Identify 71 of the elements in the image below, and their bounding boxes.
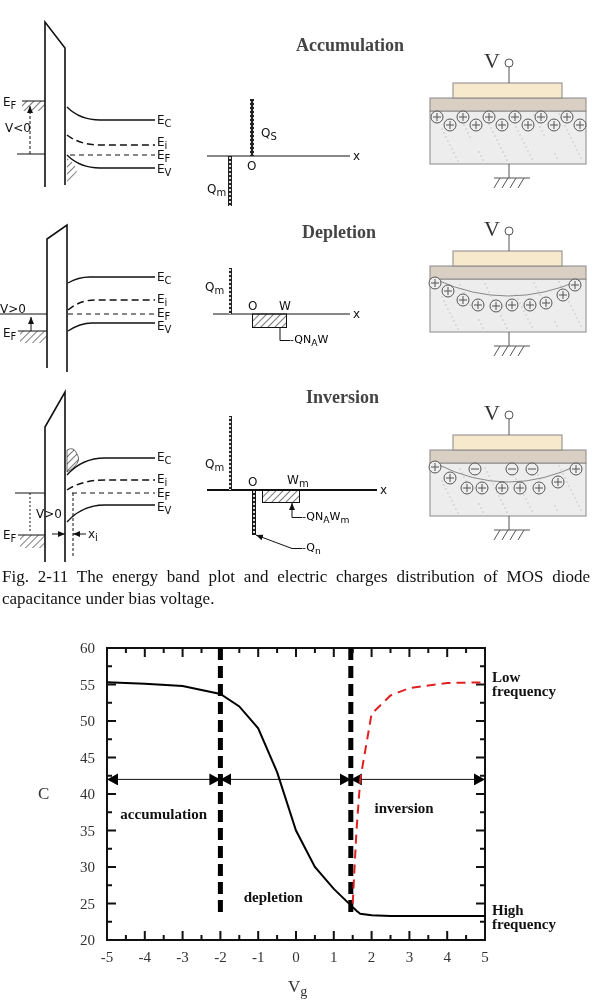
tick-label: 0 (292, 949, 300, 965)
band-label: E$_{F}$ (157, 149, 171, 165)
series-label: Low frequency (492, 670, 557, 698)
axis-label: x (380, 484, 388, 496)
section-heading: Inversion (306, 388, 379, 406)
band-label: E$_{F}$ (3, 327, 17, 343)
tick-label: 60 (80, 640, 95, 656)
tick-label: 35 (80, 822, 95, 839)
tick-label: 45 (80, 749, 95, 766)
band-label: E$_{i}$ (157, 293, 168, 309)
tick-label: 40 (80, 786, 95, 802)
hatched-charge-region (252, 314, 287, 328)
region-label: depletion (243, 888, 303, 905)
section-heading: Accumulation (296, 36, 404, 54)
tick-label: 20 (80, 932, 95, 948)
band-label: E$_{C}$ (157, 114, 172, 130)
charge-label: Q$_{m}$ (205, 458, 225, 474)
band-label: E$_{V}$ (157, 320, 172, 336)
axis-label: x (353, 150, 361, 162)
tick-label: 3 (405, 949, 414, 965)
tick-label: 55 (80, 676, 95, 693)
tick-label: 1 (330, 949, 338, 965)
charge-label: Q$_{m}$ (205, 281, 225, 297)
origin-label: O (248, 476, 258, 488)
band-label: E$_{F}$ (157, 487, 171, 503)
band-label: E$_{V}$ (157, 501, 172, 517)
tick-label: 50 (80, 713, 95, 729)
voltage-label: V (484, 402, 500, 424)
tick-label: 2 (367, 949, 376, 965)
charge-label: -Q$_{n}$ (302, 542, 321, 556)
band-label: E$_{C}$ (157, 271, 172, 287)
tick-label: 5 (481, 949, 489, 965)
axis-label: x (353, 308, 361, 320)
tick-label: -4 (138, 949, 152, 965)
leader-line (289, 502, 303, 518)
tick-label: -3 (176, 949, 189, 965)
band-label: E$_{C}$ (157, 451, 172, 467)
charge-label: -QN$_{A}$W$_{m}$ (302, 511, 350, 525)
tick-label: -5 (100, 949, 114, 965)
charge-label: -QN$_{A}$W (290, 334, 329, 348)
voltage-label: V (484, 218, 500, 240)
depth-label: W (279, 300, 291, 312)
charge-bar (252, 490, 256, 535)
leader-line (279, 327, 291, 341)
tick-label: 30 (80, 859, 95, 875)
origin-label: O (248, 300, 258, 312)
depth-label: x$_{i}$ (88, 528, 98, 544)
section-heading: Depletion (302, 223, 376, 241)
series-label: High frequency (492, 903, 557, 931)
voltage-label: V>0 (0, 303, 26, 315)
band-label: E$_{V}$ (157, 163, 172, 179)
charge-label: Q$_{S}$ (261, 127, 277, 143)
band-label: E$_{F}$ (3, 529, 17, 545)
leader-line (255, 534, 303, 549)
voltage-label: V<0 (5, 122, 31, 134)
band-label: E$_{F}$ (3, 96, 17, 112)
axis-title: C (38, 785, 50, 802)
axis-title: V$_{g}$ (288, 978, 308, 999)
tick-label: 4 (443, 949, 451, 965)
hatched-charge-region (262, 490, 300, 503)
band-label: E$_{i}$ (157, 473, 168, 489)
tick-label: -1 (251, 949, 265, 965)
tick-label: -2 (214, 949, 227, 965)
region-label: accumulation (120, 805, 208, 822)
charge-label: Q$_{m}$ (207, 183, 227, 199)
depth-label: W$_{m}$ (287, 474, 309, 490)
origin-label: O (247, 160, 257, 172)
figure-caption: Fig. 2-11 The energy band plot and electric charges distribution of MOS diode capacitance under bias voltage. (2, 566, 590, 610)
tick-label: 25 (80, 895, 95, 912)
voltage-label: V (484, 50, 500, 72)
region-label: inversion (374, 799, 434, 816)
